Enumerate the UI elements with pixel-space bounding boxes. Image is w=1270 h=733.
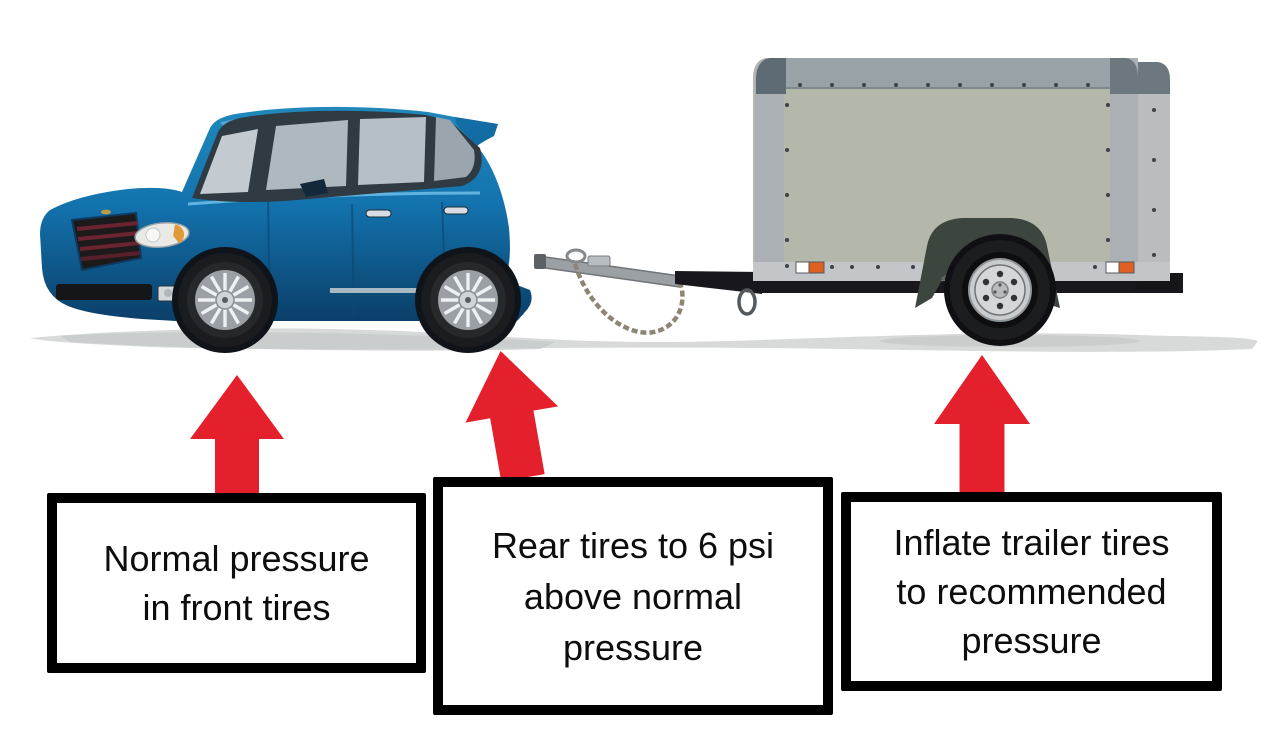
trailer-box	[753, 58, 1170, 281]
label-line: Normal pressure	[103, 538, 370, 579]
label-line: pressure	[562, 626, 704, 668]
label-line: to recommended	[896, 571, 1167, 612]
up-arrow-front-tires	[190, 375, 284, 503]
car-illustration	[40, 106, 532, 353]
trailer-illustration	[534, 58, 1183, 346]
up-arrow-rear-tires	[465, 350, 559, 482]
label-line: in front tires	[142, 587, 331, 628]
safety-chain	[572, 263, 685, 335]
up-arrow-trailer-tires	[934, 355, 1030, 493]
car-rear-wheel	[415, 247, 521, 353]
label-line: Rear tires to 6 psi	[491, 524, 775, 566]
headlight	[134, 221, 190, 249]
car-front-wheel	[172, 247, 278, 353]
label-box-trailer-tires: Inflate trailer tires to recommended pre…	[841, 492, 1222, 691]
label-box-front-tires: Normal pressure in front tires	[47, 493, 426, 673]
label-line: Inflate trailer tires	[893, 522, 1170, 563]
car-grille	[70, 209, 143, 272]
hitch-bar	[534, 248, 681, 288]
rear-spoiler	[455, 117, 498, 146]
front-bumper	[56, 284, 179, 302]
trailer-wheel	[944, 234, 1056, 346]
label-line: above normal	[523, 575, 743, 617]
side-mirror	[300, 179, 328, 197]
reflector-rear	[1105, 261, 1135, 274]
door-handles	[365, 206, 469, 218]
label-line: pressure	[961, 620, 1102, 661]
label-box-rear-tires: Rear tires to 6 psi above normal pressur…	[433, 477, 833, 715]
reflector-front	[795, 261, 825, 274]
car-windows	[192, 110, 482, 202]
